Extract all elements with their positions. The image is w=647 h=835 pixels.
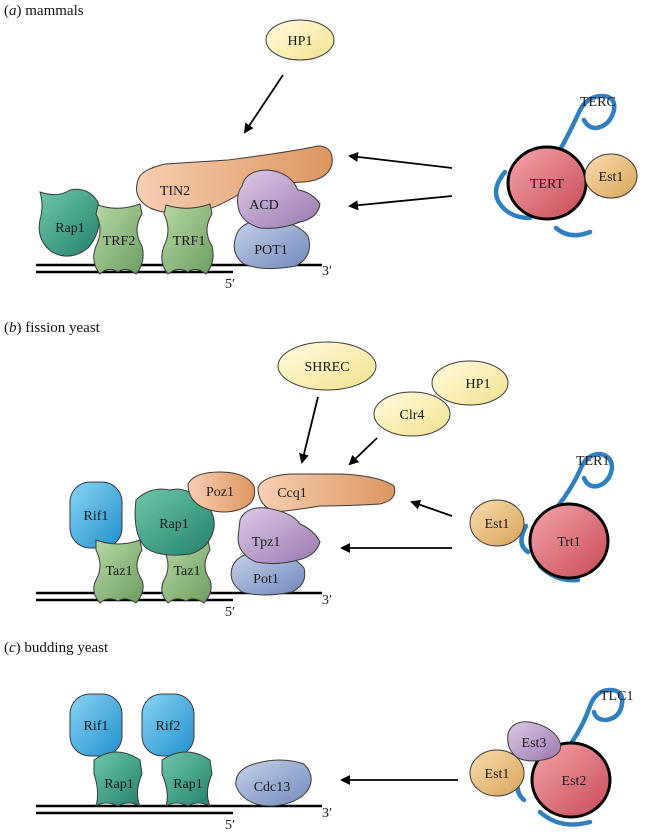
panel-c: (c) budding yeast 5′ 3′ Rif1 Rif2 Rap1 R… [4, 640, 633, 833]
svg-text:Cdc13: Cdc13 [254, 780, 291, 795]
svg-text:Est1: Est1 [599, 170, 624, 185]
svg-text:Taz1: Taz1 [105, 564, 132, 579]
dna-strand [36, 804, 322, 815]
acd-protein: ACD [237, 169, 321, 229]
tlc1-label: TLC1 [600, 689, 633, 704]
svg-text:Rap1: Rap1 [104, 777, 134, 792]
trt1-protein: Trt1 [528, 502, 610, 580]
rap1-protein: Rap1 [134, 488, 215, 556]
svg-text:ACD: ACD [249, 198, 279, 213]
svg-text:Clr4: Clr4 [400, 408, 425, 423]
svg-text:Poz1: Poz1 [206, 485, 234, 500]
tpz1-protein: Tpz1 [237, 507, 321, 565]
svg-text:HP1: HP1 [288, 34, 313, 49]
poz1-protein: Poz1 [187, 471, 256, 513]
three-prime-label: 3′ [322, 264, 332, 279]
svg-text:Taz1: Taz1 [173, 564, 200, 579]
telomerase-arrow-1 [410, 499, 453, 517]
three-prime-label: 3′ [322, 806, 332, 821]
three-prime-label: 3′ [322, 593, 332, 608]
svg-text:Rif2: Rif2 [156, 719, 181, 734]
rif1-protein: Rif1 [69, 693, 123, 757]
svg-text:TERT: TERT [530, 177, 565, 192]
svg-text:Tpz1: Tpz1 [252, 535, 281, 550]
svg-text:Est2: Est2 [562, 774, 587, 789]
svg-text:Rap1: Rap1 [173, 777, 203, 792]
rif1-protein: Rif1 [69, 481, 123, 549]
svg-text:Est3: Est3 [522, 736, 547, 751]
svg-text:Rap1: Rap1 [159, 517, 189, 532]
trf1-protein: TRF1 [161, 203, 214, 275]
five-prime-label: 5′ [225, 605, 235, 620]
svg-text:Ccq1: Ccq1 [277, 486, 307, 501]
svg-text:POT1: POT1 [254, 243, 287, 258]
svg-text:Pot1: Pot1 [253, 572, 279, 587]
hp1-protein: HP1 [265, 19, 335, 61]
taz1-protein-2: Taz1 [161, 539, 212, 604]
est1-protein: Est1 [469, 749, 525, 797]
svg-text:Trt1: Trt1 [557, 535, 581, 550]
clr4-arrow [348, 437, 378, 466]
cdc13-protein: Cdc13 [235, 759, 312, 807]
clr4-protein: Clr4 [373, 391, 451, 437]
svg-text:HP1: HP1 [466, 377, 491, 392]
panel-a: (a) mammals HP1 5′ 3′ Rap1 TIN2 TRF2 [4, 3, 638, 292]
svg-text:Rif1: Rif1 [84, 509, 109, 524]
svg-text:TIN2: TIN2 [160, 184, 190, 199]
trf2-protein: TRF2 [93, 203, 144, 275]
ter1-label: TER1 [576, 454, 609, 469]
terc-rna [493, 93, 617, 238]
svg-text:TRF1: TRF1 [173, 234, 206, 249]
svg-text:Rif1: Rif1 [84, 719, 109, 734]
est2-protein: Est2 [530, 741, 612, 819]
rap1-protein-1: Rap1 [93, 751, 143, 808]
shrec-arrow [299, 396, 319, 464]
est1-protein: Est1 [584, 153, 638, 199]
tin2-protein: TIN2 [136, 145, 333, 214]
shrec-protein: SHREC [277, 341, 377, 391]
svg-text:Est1: Est1 [485, 767, 510, 782]
pot1-protein: POT1 [233, 219, 310, 270]
terc-label: TERC [580, 95, 616, 110]
telomerase-arrow-1 [348, 151, 453, 169]
svg-text:Est1: Est1 [485, 517, 510, 532]
panel-b-title: (b) fission yeast [4, 320, 101, 336]
panel-a-title: (a) mammals [4, 3, 84, 19]
taz1-protein-1: Taz1 [93, 539, 144, 604]
hp1-arrow [243, 74, 284, 134]
panel-c-title: (c) budding yeast [4, 640, 109, 656]
est3-protein: Est3 [507, 721, 562, 762]
tert-protein: TERT [506, 145, 588, 221]
rap1-protein-2: Rap1 [161, 751, 213, 808]
svg-text:Rap1: Rap1 [55, 221, 85, 236]
hp1-protein: HP1 [431, 360, 509, 406]
rif2-protein: Rif2 [141, 693, 195, 757]
telomerase-arrow-2 [348, 195, 453, 211]
svg-text:TRF2: TRF2 [103, 234, 136, 249]
five-prime-label: 5′ [225, 277, 235, 292]
svg-text:SHREC: SHREC [304, 360, 349, 375]
est1-protein: Est1 [469, 499, 525, 547]
five-prime-label: 5′ [225, 818, 235, 833]
ccq1-protein: Ccq1 [257, 473, 396, 513]
rap1-protein: Rap1 [38, 188, 101, 257]
panel-b: (b) fission yeast SHREC HP1 Clr4 5′ 3′ R… [4, 320, 615, 620]
